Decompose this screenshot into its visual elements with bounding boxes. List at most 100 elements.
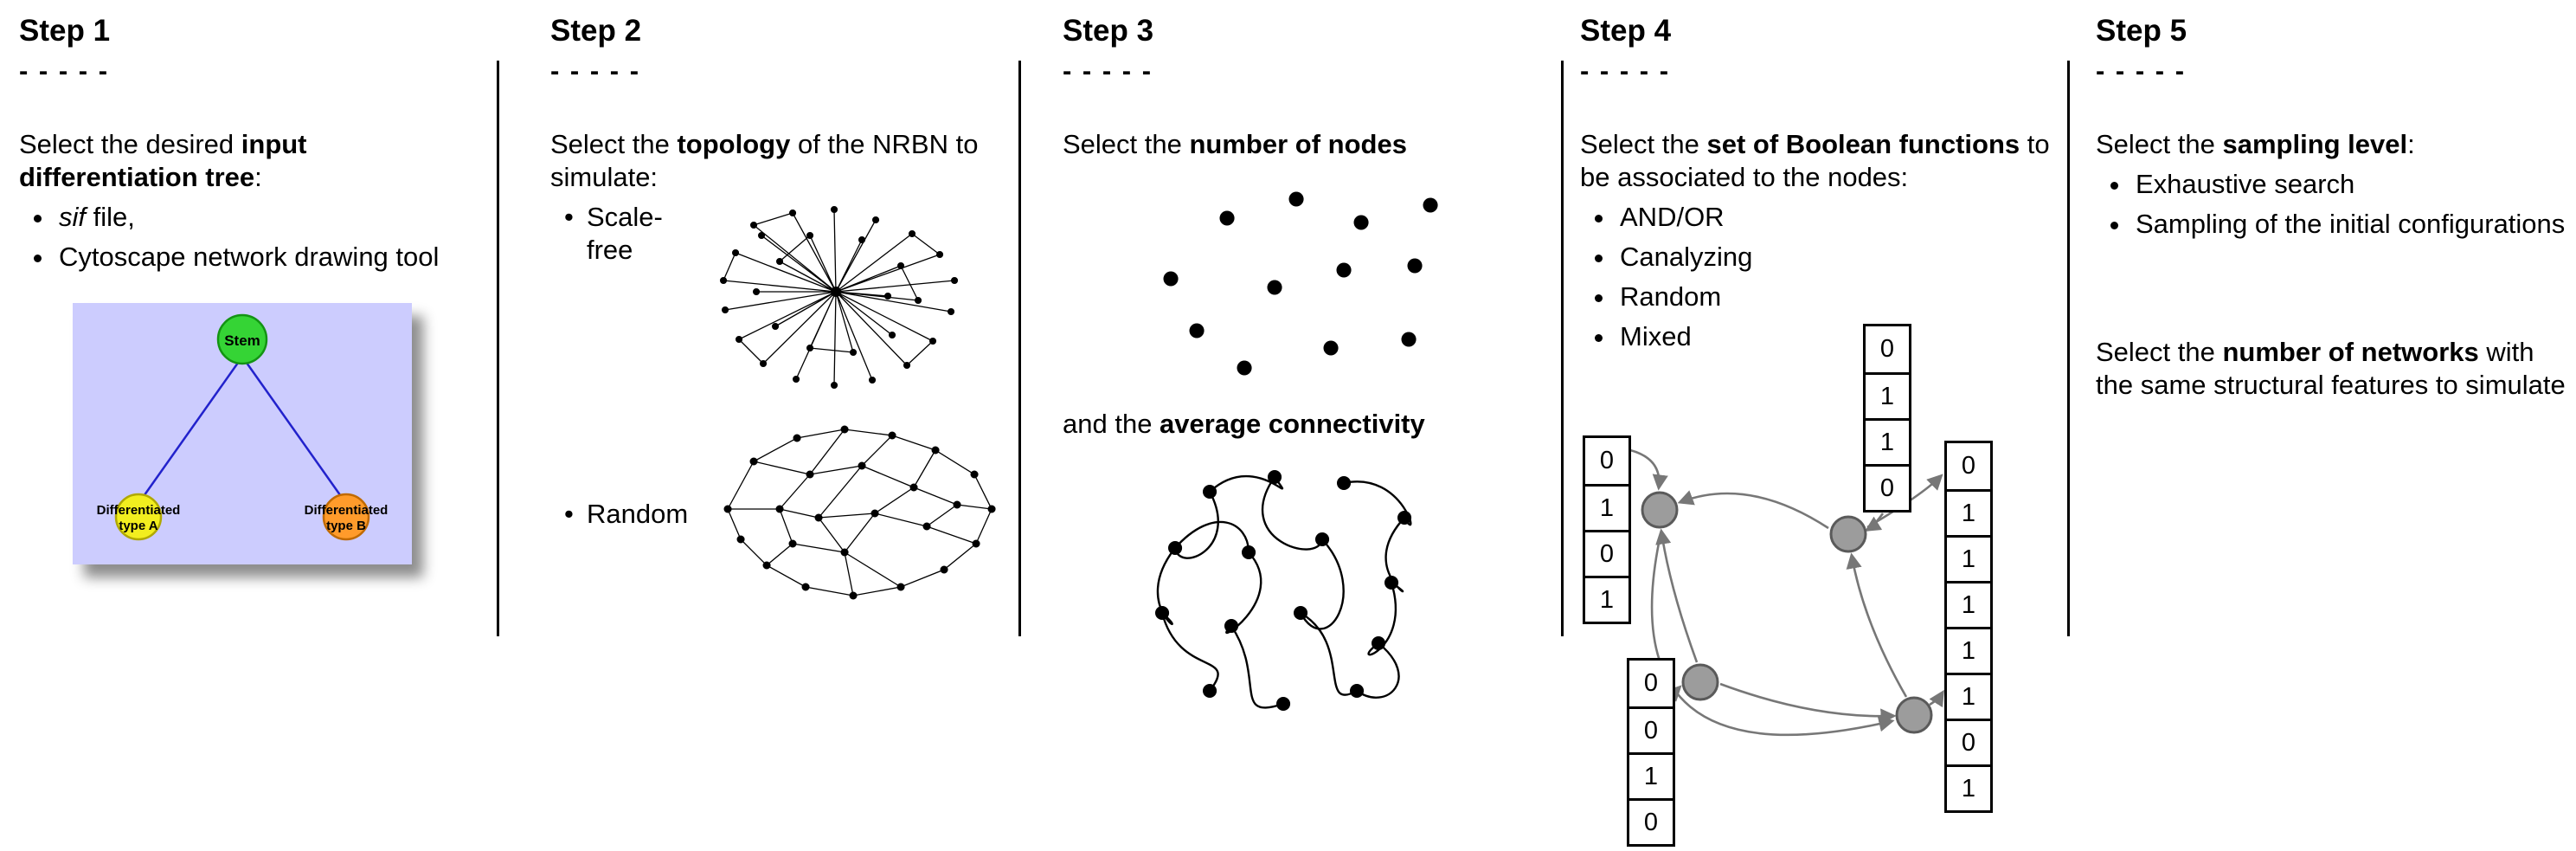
- truth-table-cell: 0: [1879, 335, 1895, 363]
- scale-free-label: Scale-free: [550, 201, 706, 267]
- step-1-intro: Select the desired input differentiation…: [19, 128, 476, 194]
- step-1-title: Step 1: [19, 14, 111, 48]
- step-3-title: Step 3: [1063, 14, 1154, 48]
- step-5-second-suffix: with the same structural features to sim…: [2096, 337, 2566, 400]
- random-row: Random: [550, 414, 1011, 615]
- type-b-node: [322, 493, 370, 541]
- step-2-intro: Select the topology of the NRBN to simul…: [550, 128, 1011, 194]
- column-divider: [497, 61, 499, 636]
- truth-table-cell: 1: [1866, 418, 1909, 464]
- type-b-label-1: Differentiated: [305, 503, 389, 518]
- truth-table-cell: 1: [1947, 673, 1990, 719]
- gray-node-3: [1681, 663, 1719, 701]
- boolean-network-graphic: 0 1 1 0 0 1 0 1 0 0 1 0 0 1 1 1: [1580, 312, 2066, 851]
- truth-table-cell: 1: [1947, 581, 1990, 627]
- sif-rest: file,: [86, 202, 135, 232]
- scattered-nodes-graphic: [1145, 182, 1554, 392]
- step-3-second-bold: average connectivity: [1160, 409, 1425, 439]
- type-b-label-2: type B: [326, 519, 366, 533]
- random-nodes: [723, 425, 996, 600]
- step-3-panel: Step 3 - - - - - Select the number of no…: [1063, 0, 1554, 736]
- truth-table-cell: 0: [1961, 452, 1976, 480]
- step-2-title: Step 2: [550, 14, 642, 48]
- truth-table-top: 0 1 1 0: [1863, 324, 1911, 513]
- step-5-second-pre: Select the: [2096, 337, 2223, 367]
- tangle-edges: [1156, 474, 1412, 709]
- step-3-second-pre: and the: [1063, 409, 1160, 439]
- column-divider: [1018, 61, 1021, 636]
- truth-table-right: 0 1 1 1 1 1 0 1: [1944, 441, 1993, 813]
- type-a-label-1: Differentiated: [97, 503, 181, 518]
- differentiation-tree-svg: Stem Differentiated type A Differentiate…: [97, 313, 389, 541]
- step-4-title: Step 4: [1580, 14, 1672, 48]
- step-5-panel: Step 5 - - - - - Select the sampling lev…: [2096, 0, 2570, 409]
- step-2-dashes: - - - - -: [550, 55, 641, 86]
- step-1-bullets: sif file, Cytoscape network drawing tool: [19, 201, 476, 274]
- step-4-intro-pre: Select the: [1580, 129, 1707, 159]
- tree-edge-b: [241, 356, 344, 500]
- step-3-intro-bold: number of nodes: [1189, 129, 1407, 159]
- step-4-bullet-canalyzing: Canalyzing: [1616, 241, 2066, 274]
- random-label: Random: [550, 498, 706, 531]
- step-4-panel: Step 4 - - - - - Select the set of Boole…: [1580, 0, 2066, 851]
- step-3-second: and the average connectivity: [1063, 408, 1554, 441]
- truth-table-cell: 1: [1947, 764, 1990, 810]
- spacer: [2096, 248, 2570, 336]
- truth-table-cell: 0: [1629, 706, 1673, 752]
- step-3-intro: Select the number of nodes: [1063, 128, 1554, 161]
- truth-table-cell: 1: [1947, 627, 1990, 673]
- step-4-bullet-random: Random: [1616, 280, 2066, 313]
- step-4-intro-bold: set of Boolean functions: [1706, 129, 2020, 159]
- truth-table-bottom-left: 0 0 1 0: [1627, 658, 1675, 847]
- column-divider: [2067, 61, 2070, 636]
- stem-node: [216, 313, 268, 365]
- truth-table-cell: 0: [1585, 530, 1628, 576]
- step-1-bullet-sif: sif file,: [55, 201, 476, 234]
- step-4-bullet-andor: AND/OR: [1616, 201, 2066, 234]
- sif-italic: sif: [59, 202, 86, 232]
- step-2-intro-suffix: of the NRBN to simulate:: [550, 129, 979, 192]
- random-edges: [727, 429, 992, 596]
- step-1-panel: Step 1 - - - - - Select the desired inpu…: [19, 0, 476, 564]
- step-4-bullets: AND/OR Canalyzing Random Mixed: [1580, 201, 2066, 353]
- scattered-nodes-svg: [1163, 191, 1438, 376]
- step-3-intro-pre: Select the: [1063, 129, 1190, 159]
- step-5-bullet-exhaustive: Exhaustive search: [2132, 168, 2570, 201]
- truth-table-cell: 1: [1947, 489, 1990, 535]
- truth-table-cell: 0: [1629, 798, 1673, 844]
- step-5-bullets: Exhaustive search Sampling of the initia…: [2096, 168, 2570, 241]
- truth-table-left: 0 1 0 1: [1583, 435, 1631, 624]
- boolean-network-arrows: [1629, 448, 1944, 737]
- step-5-dashes: - - - - -: [2096, 55, 2187, 86]
- step-4-dashes: - - - - -: [1580, 55, 1671, 86]
- truth-table-cell: 1: [1947, 535, 1990, 581]
- step-5-intro-bold: sampling level: [2222, 129, 2408, 159]
- node-dots: [1163, 191, 1438, 376]
- boolean-network-nodes: [1641, 491, 1933, 734]
- random-network-graphic: [723, 425, 996, 600]
- step-3-dashes: - - - - -: [1063, 55, 1153, 86]
- truth-table-cell: 1: [1585, 576, 1628, 622]
- truth-table-cell: 0: [1599, 447, 1615, 474]
- tree-edge-a: [140, 356, 244, 500]
- truth-table-cell: 1: [1866, 372, 1909, 418]
- step-5-intro-suffix: :: [2407, 129, 2415, 159]
- step-5-second: Select the number of networks with the s…: [2096, 336, 2570, 402]
- scale-free-edges: [723, 209, 955, 386]
- step-1-bullet-cytoscape: Cytoscape network drawing tool: [55, 241, 476, 274]
- boolean-network-svg: [1629, 448, 1944, 737]
- tangle-nodes: [1155, 470, 1412, 711]
- differentiation-tree-graphic: Stem Differentiated type A Differentiate…: [73, 303, 412, 564]
- step-5-second-bold: number of networks: [2222, 337, 2479, 367]
- truth-table-cell: 0: [1947, 719, 1990, 764]
- step-5-bullet-sampling: Sampling of the initial configurations: [2132, 208, 2570, 241]
- truth-table-cell: 0: [1866, 464, 1909, 510]
- step-1-dashes: - - - - -: [19, 55, 110, 86]
- truth-table-cell: 1: [1585, 484, 1628, 530]
- truth-table-cell: 1: [1629, 752, 1673, 798]
- step-2-panel: Step 2 - - - - - Select the topology of …: [550, 0, 1011, 615]
- step-1-intro-bold: input differentiation tree: [19, 129, 307, 192]
- step-4-bullet-mixed: Mixed: [1616, 320, 2066, 353]
- tangled-network-svg: [1155, 470, 1412, 711]
- gray-node-1: [1641, 491, 1679, 529]
